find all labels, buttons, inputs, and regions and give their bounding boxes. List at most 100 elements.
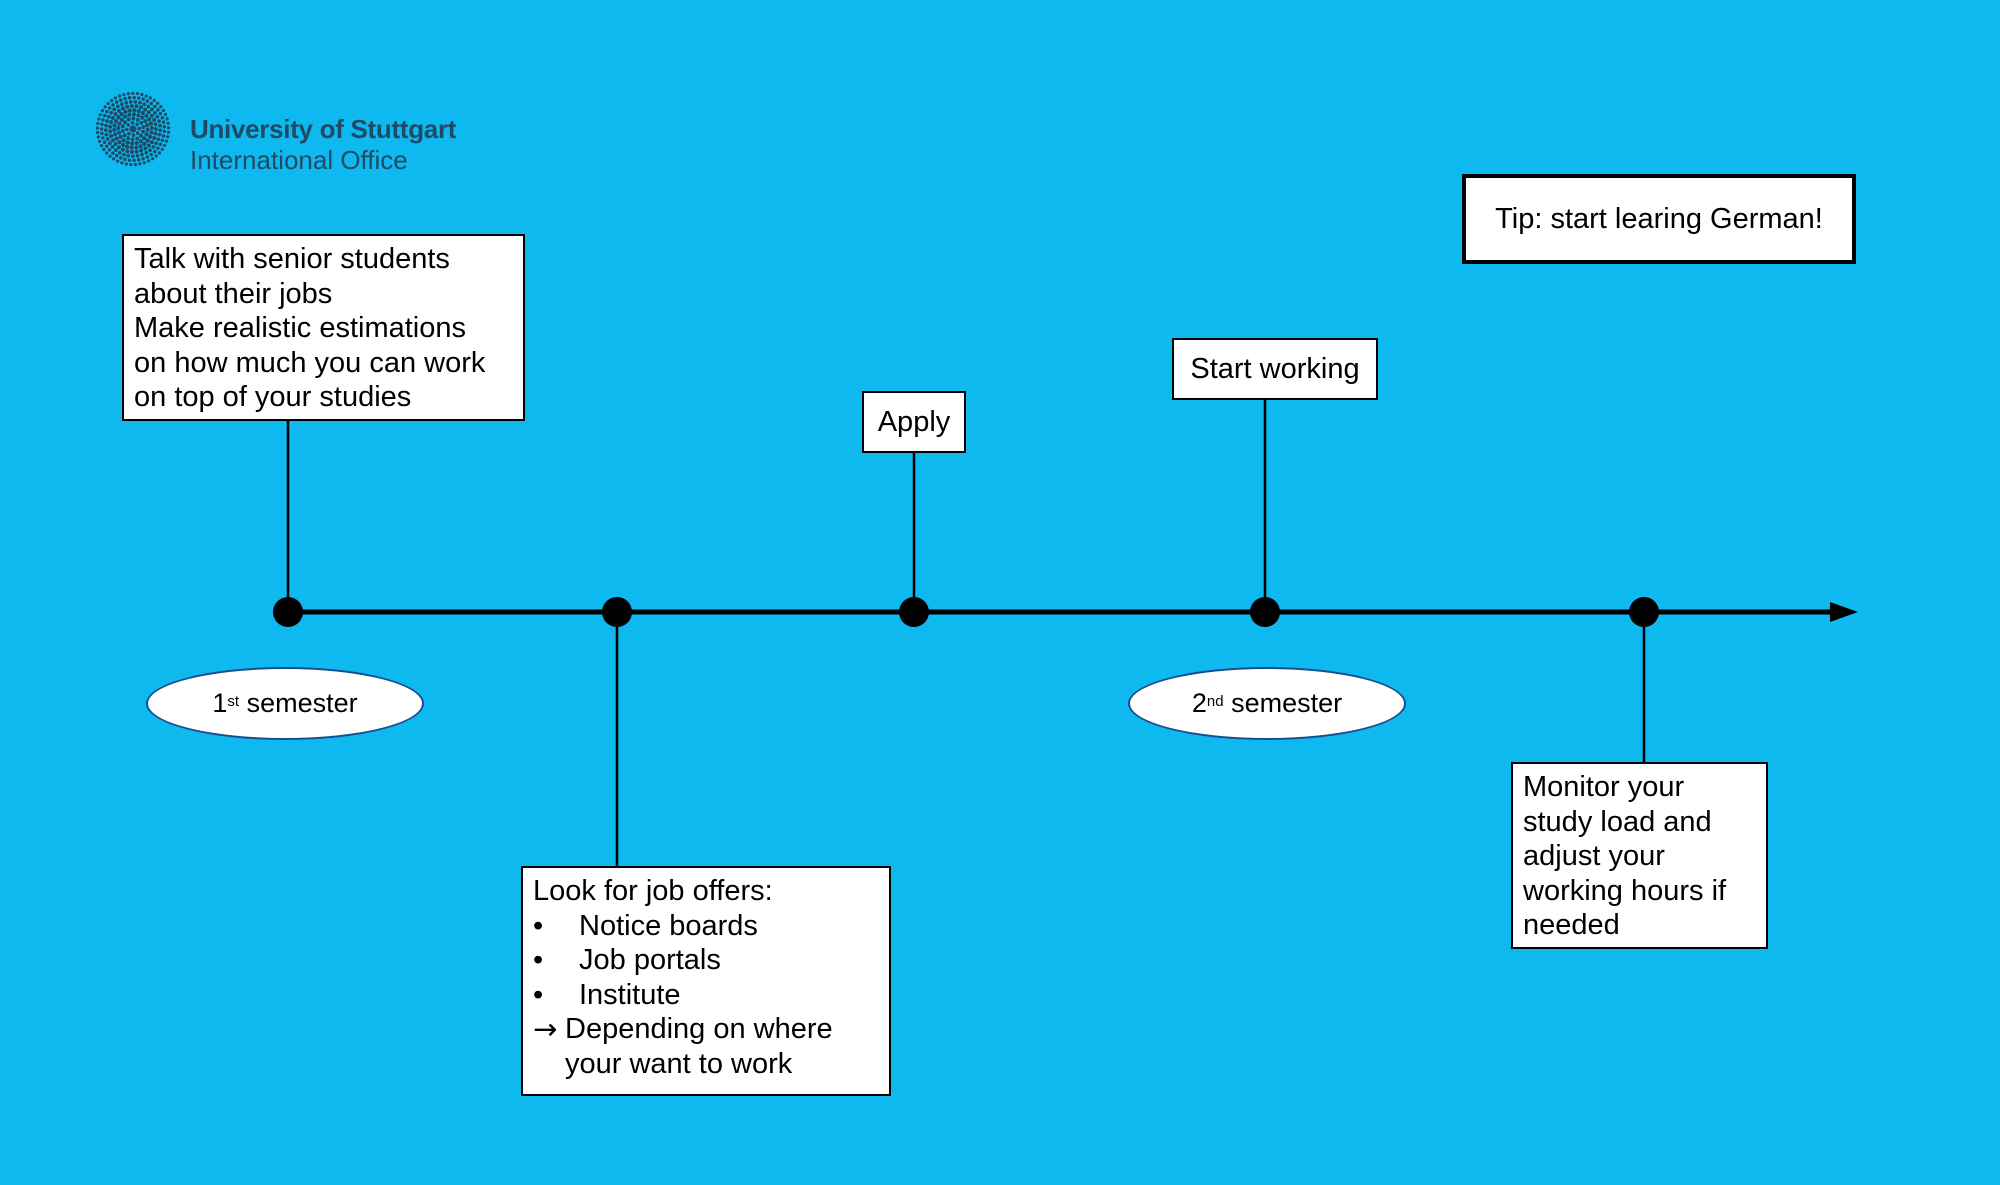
logo-dot: [112, 157, 116, 161]
monitor-line: working hours if: [1523, 874, 1727, 907]
logo-dot: [149, 113, 154, 118]
logo-dot: [166, 121, 170, 125]
start-working-text: Start working: [1190, 352, 1360, 385]
logo-dot: [152, 98, 156, 103]
logo-dot: [141, 156, 145, 161]
logo-title: University of Stuttgart: [190, 114, 457, 144]
logo-dot: [119, 117, 124, 122]
logo-dot: [135, 117, 140, 122]
bullet-icon: •: [533, 978, 544, 1011]
logo-dot: [132, 158, 136, 163]
logo-dot: [146, 143, 151, 148]
logo-dot: [117, 150, 122, 155]
logo-dot: [133, 162, 138, 167]
logo-dot: [134, 104, 139, 109]
tip-text: Tip: start learing German!: [1495, 202, 1823, 235]
logo-dot: [125, 140, 130, 145]
logo-dot: [159, 105, 163, 109]
logo-dot: [119, 98, 123, 102]
logo-dot: [99, 143, 104, 148]
logo-dot: [105, 137, 110, 141]
logo-dot: [133, 126, 137, 131]
logo-dot: [108, 154, 112, 158]
logo-dot: [105, 151, 109, 155]
logo-dot: [126, 153, 131, 158]
logo-text-block: University of Stuttgart International Of…: [190, 114, 456, 176]
logo-dot: [136, 108, 141, 114]
logo-dot: [138, 162, 142, 166]
logo-dot: [138, 133, 143, 138]
logo-dot: [127, 131, 131, 136]
logo-dot: [158, 111, 163, 116]
logo-dot: [166, 135, 170, 139]
logo-dot: [122, 92, 126, 97]
logo-dot: [135, 136, 140, 141]
logo-dot: [145, 155, 150, 159]
logo-dot: [138, 139, 143, 144]
arrow-note: → Depending on where: [533, 1012, 879, 1047]
logo-dot: [111, 103, 115, 107]
logo-dot: [146, 110, 151, 115]
timeline-node-apply: [899, 597, 929, 627]
logo-dot: [160, 116, 165, 120]
logo-dot: [130, 141, 135, 146]
talk-box: Talk with senior students about their jo…: [122, 234, 525, 421]
logo-dot: [110, 138, 115, 143]
logo-dot: [132, 95, 136, 100]
logo-dot: [98, 113, 103, 117]
logo-dot: [130, 137, 135, 142]
arrow-right-icon: →: [533, 1012, 558, 1046]
logo-dot: [158, 142, 163, 147]
logo-dot: [141, 125, 146, 129]
monitor-line: needed: [1523, 909, 1620, 941]
logo-dot: [114, 154, 119, 158]
logo-dot: [101, 136, 105, 140]
logo-dot: [110, 145, 115, 149]
logo-dot: [131, 116, 136, 121]
timeline-node-monitor: [1629, 597, 1659, 627]
logo-dot: [114, 100, 119, 104]
monitor-line: study load and: [1523, 805, 1712, 838]
logo-dot: [127, 96, 132, 100]
logo-dot: [123, 120, 128, 125]
logo-dot: [128, 100, 133, 104]
logo-dot: [149, 125, 154, 131]
logo-dot: [98, 139, 102, 144]
logo-dot: [111, 151, 115, 155]
logo-dot: [162, 125, 167, 129]
logo-dot: [121, 138, 126, 143]
arrow-note-text: Depending on where: [565, 1013, 833, 1045]
logo-dot: [106, 101, 110, 106]
logo-subtitle: International Office: [190, 145, 408, 175]
logo-dot: [126, 117, 131, 122]
logo-dot: [129, 162, 133, 167]
logo-dot: [109, 133, 114, 138]
logo-dot: [108, 129, 113, 134]
logo-dot: [135, 153, 140, 158]
logo-dot: [107, 148, 112, 152]
logo-dot: [145, 99, 150, 103]
logo-dot: [152, 117, 157, 122]
talk-line: on how much you can work: [134, 346, 486, 379]
logo-dot: [107, 106, 112, 110]
logo-dot: [123, 114, 128, 119]
timeline-arrowhead: [1830, 602, 1858, 622]
logo-dot: [142, 161, 146, 165]
logo-dot: [140, 92, 144, 97]
logo-dot: [131, 133, 136, 138]
talk-line: Make realistic estimations: [134, 312, 466, 344]
logo-dot: [144, 94, 148, 98]
logo-dot: [154, 154, 158, 158]
logo-dot: [135, 122, 139, 127]
logo-dot: [127, 158, 132, 162]
semester-word: semester: [246, 688, 358, 718]
apply-text: Apply: [877, 405, 951, 438]
logo-dot: [149, 152, 153, 157]
logo-dot: [116, 145, 121, 150]
logo-dot: [105, 144, 109, 149]
logo-dot: [116, 159, 120, 163]
logo-dot: [125, 144, 130, 150]
logo-dot: [138, 105, 143, 110]
talk-line: about their jobs: [134, 277, 333, 310]
